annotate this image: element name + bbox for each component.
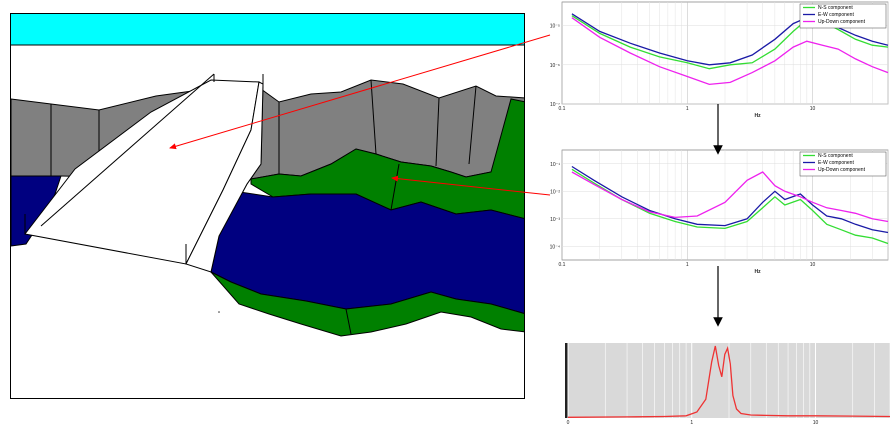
spectrum-top-legend-label: E-W component bbox=[818, 12, 854, 18]
ratio-xtick-label: 1 bbox=[690, 420, 693, 425]
spectrum-top-legend-label: Up-Down component bbox=[818, 19, 866, 25]
spectrum-top-xlabel: Hz bbox=[755, 113, 762, 118]
ratio-curve bbox=[567, 345, 890, 418]
dam-scene-panel bbox=[10, 13, 525, 399]
spectrum-middle-ytick-label: 10⁻¹ bbox=[550, 162, 560, 168]
green-bank-lower bbox=[210, 271, 524, 337]
ratio-xtick-label: 10 bbox=[813, 420, 819, 425]
spectrum-middle-xtick-label: 10 bbox=[810, 262, 816, 268]
spectrum-top-ytick-label: 10⁻⁵ bbox=[550, 24, 560, 30]
spectrum-top-series-line bbox=[571, 13, 889, 66]
spectral-ratio-plot: 0 1 10 bbox=[560, 340, 890, 425]
scene-speck bbox=[218, 311, 220, 313]
spectrum-top-xtick-label: 10 bbox=[810, 106, 816, 112]
spectrum-top-xtick-label: 1 bbox=[686, 106, 689, 112]
sky-band bbox=[11, 14, 524, 45]
spectrum-middle-legend-label: E-W component bbox=[818, 160, 854, 166]
spectrum-middle-ytick-label: 10⁻² bbox=[550, 189, 560, 195]
spectrum-middle-xlabel: Hz bbox=[755, 269, 762, 274]
spectrum-middle-xtick-label: 0.1 bbox=[559, 262, 566, 268]
ratio-left-axis bbox=[565, 343, 568, 418]
spectrum-middle-legend-label: Up-Down component bbox=[818, 167, 866, 173]
dam-scene-svg bbox=[11, 14, 524, 337]
spectrum-top-xtick-label: 0.1 bbox=[559, 106, 566, 112]
spectrum-top-series-line bbox=[571, 17, 889, 86]
spectrum-top-series-line bbox=[571, 15, 889, 70]
spectrum-middle-xtick-label: 1 bbox=[686, 262, 689, 268]
ratio-svg: 0 1 10 bbox=[565, 343, 890, 425]
spectrum-top-ytick-label: 10⁻⁷ bbox=[550, 102, 560, 108]
spectrum-middle-ytick-label: 10⁻⁴ bbox=[550, 244, 560, 250]
spectrum-middle-series-line bbox=[571, 165, 889, 234]
spectrum-middle-ytick-label: 10⁻³ bbox=[550, 217, 560, 223]
spectrum-middle-series-line bbox=[571, 171, 889, 223]
spectrum-top-legend-label: N-S component bbox=[818, 5, 853, 11]
spectrum-middle-series-line bbox=[571, 168, 889, 245]
bank-edge-2 bbox=[345, 308, 352, 335]
spectrum-middle-legend-label: N-S component bbox=[818, 153, 853, 159]
spectrum-top-ytick-label: 10⁻⁶ bbox=[550, 63, 560, 69]
ratio-xtick-label: 0 bbox=[567, 420, 570, 425]
